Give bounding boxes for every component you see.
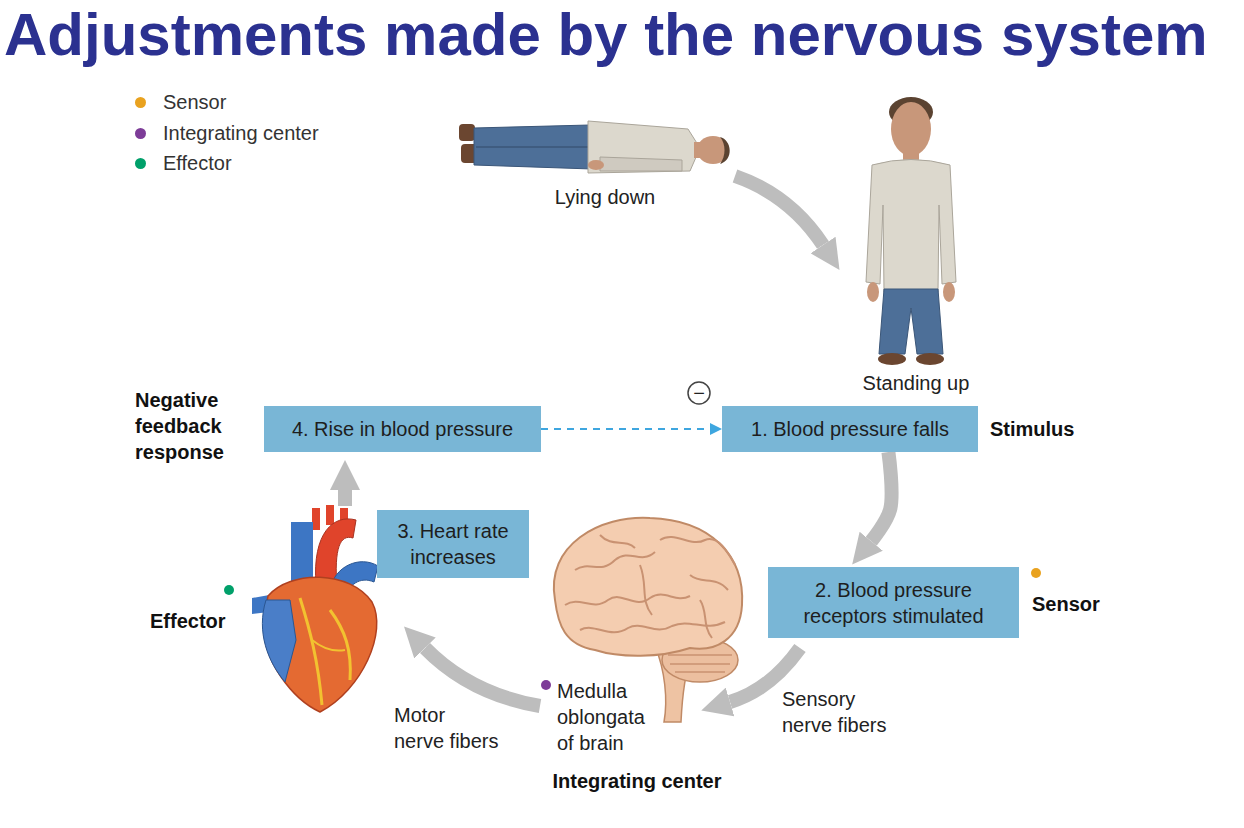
lying-person-part bbox=[588, 160, 604, 170]
part-label: Medulla oblongata of brain bbox=[557, 678, 657, 756]
legend-item: Sensor bbox=[135, 90, 226, 114]
brain-illustration-part bbox=[565, 595, 690, 605]
legend-swatch bbox=[135, 128, 146, 139]
brain-illustration-part bbox=[660, 537, 735, 565]
part-label: Lying down bbox=[545, 184, 665, 210]
standing-person-part bbox=[878, 353, 906, 365]
standing-person-part bbox=[891, 102, 931, 156]
process-arrows-part bbox=[338, 490, 352, 506]
lying-person-part bbox=[588, 121, 700, 173]
brain-illustration-part bbox=[668, 655, 732, 672]
process-box: 1. Blood pressure fallsStimulus bbox=[722, 406, 978, 452]
box-heading: Sensor bbox=[1032, 591, 1132, 617]
legend-swatch bbox=[135, 158, 146, 169]
lying-person bbox=[459, 121, 730, 173]
box-heading: Negative feedback response bbox=[135, 387, 250, 465]
lying-person-part bbox=[474, 125, 592, 169]
process-box: 3. Heart rate increases bbox=[377, 510, 529, 578]
heart-illustration-part bbox=[262, 600, 296, 682]
heart-illustration bbox=[252, 505, 378, 712]
effector-dot bbox=[224, 585, 234, 595]
part-label: Motor nerve fibers bbox=[394, 702, 500, 754]
brain-illustration-part bbox=[580, 622, 725, 632]
process-box: 2. Blood pressure receptors stimulatedSe… bbox=[768, 567, 1019, 638]
feedback-arrow bbox=[541, 428, 710, 430]
legend-item: Integrating center bbox=[135, 121, 319, 145]
lying-person-part bbox=[600, 157, 682, 171]
box-text: 4. Rise in blood pressure bbox=[292, 416, 513, 442]
legend-text: Integrating center bbox=[163, 121, 319, 145]
part-label: Effector bbox=[150, 608, 250, 634]
legend-swatch bbox=[135, 97, 146, 108]
lying-person-part bbox=[697, 136, 729, 164]
standing-person-part bbox=[916, 353, 944, 365]
process-arrows-part bbox=[735, 176, 823, 245]
standing-person bbox=[866, 97, 956, 365]
process-arrows-part bbox=[425, 648, 540, 706]
lying-person-part bbox=[459, 124, 475, 141]
brain-illustration-part bbox=[554, 518, 742, 656]
lying-person-part bbox=[476, 146, 590, 148]
standing-person-part bbox=[867, 282, 879, 302]
heart-illustration-part bbox=[326, 505, 334, 525]
sensor-dot bbox=[1031, 568, 1041, 578]
negative-sign: − bbox=[689, 380, 709, 406]
slide-title: Adjustments made by the nervous system bbox=[4, 2, 1208, 68]
brain-illustration-part bbox=[600, 535, 728, 590]
part-label: Standing up bbox=[851, 370, 981, 396]
part-label: Integrating center bbox=[537, 768, 737, 794]
box-text: 1. Blood pressure falls bbox=[751, 416, 949, 442]
box-heading: Stimulus bbox=[990, 416, 1100, 442]
standing-person-part bbox=[879, 289, 943, 354]
standing-person-part bbox=[943, 282, 955, 302]
standing-person-part bbox=[866, 160, 956, 293]
box-text: 3. Heart rate increases bbox=[385, 518, 521, 570]
heart-illustration-part bbox=[312, 508, 320, 530]
brain-illustration-part bbox=[640, 565, 712, 638]
legend-item: Effector bbox=[135, 151, 232, 175]
legend-text: Effector bbox=[163, 151, 232, 175]
brain-illustration-part bbox=[575, 552, 655, 570]
heart-illustration-part bbox=[300, 598, 322, 705]
box-text: 2. Blood pressure receptors stimulated bbox=[776, 577, 1011, 629]
process-box: 4. Rise in blood pressureNegative feedba… bbox=[264, 406, 541, 452]
flow-arrow bbox=[871, 452, 891, 541]
integrating-dot bbox=[541, 680, 551, 690]
legend-text: Sensor bbox=[163, 90, 226, 114]
heart-illustration-part bbox=[330, 610, 350, 680]
heart-illustration-part bbox=[312, 640, 345, 651]
lying-person-part bbox=[720, 137, 730, 164]
part-label: Sensory nerve fibers bbox=[782, 686, 897, 738]
